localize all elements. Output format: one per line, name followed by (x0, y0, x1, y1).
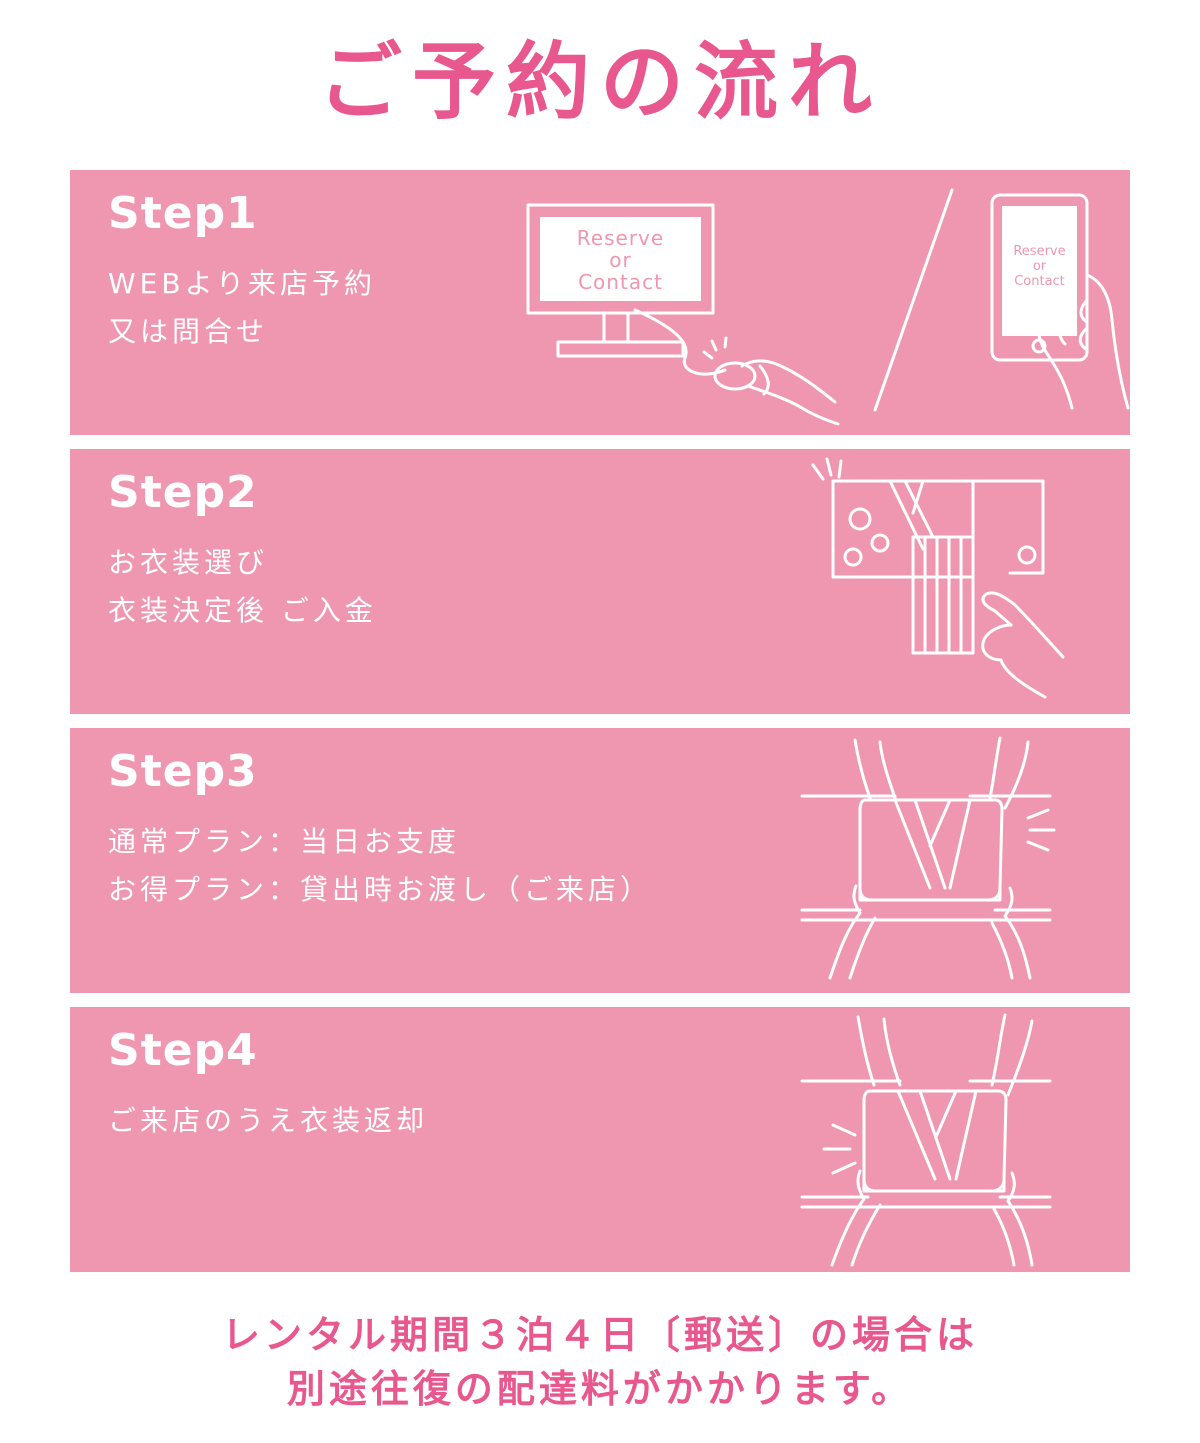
step-label: Step1 (108, 188, 258, 239)
step-text-line: お得プラン：貸出時お渡し（ご来店） (108, 873, 653, 906)
step-3-panel: Step3 通常プラン：当日お支度 お得プラン：貸出時お渡し（ご来店） (70, 728, 1130, 993)
step-text-line: 通常プラン：当日お支度 (108, 825, 461, 858)
kimono-select-icon (805, 457, 1065, 707)
rental-period-notice: レンタル期間３泊４日〔郵送〕の場合は 別途往復の配達料がかかります。 (0, 1308, 1200, 1416)
step-text-line: WEBより来店予約 (108, 267, 377, 300)
return-box-icon (800, 1013, 1070, 1270)
phone-screen-text: Reserve or Contact (1013, 244, 1066, 289)
notice-line: レンタル期間３泊４日〔郵送〕の場合は (221, 1313, 978, 1357)
monitor-screen-text: Reserve or Contact (576, 226, 665, 294)
step-text-line: 又は問合せ (108, 315, 269, 348)
step-description: ご来店のうえ衣装返却 (108, 1097, 428, 1145)
step-description: WEBより来店予約 又は問合せ (108, 260, 376, 356)
step-2-panel: Step2 お衣装選び 衣装決定後 ご入金 (70, 449, 1130, 714)
page-title: ご予約の流れ (317, 33, 882, 131)
step-label: Step2 (108, 467, 258, 518)
computer-and-smartphone-icon: Reserve or Contact Reserve or Contact (520, 180, 1130, 430)
handover-box-icon (800, 736, 1070, 988)
notice-line: 別途往復の配達料がかかります。 (286, 1367, 914, 1411)
step-label: Step3 (108, 746, 258, 797)
step-description: お衣装選び 衣装決定後 ご入金 (108, 539, 377, 635)
step-label: Step4 (108, 1025, 258, 1076)
step-1-panel: Step1 WEBより来店予約 又は問合せ (70, 170, 1130, 435)
step-description: 通常プラン：当日お支度 お得プラン：貸出時お渡し（ご来店） (108, 818, 652, 914)
step-text-line: お衣装選び (108, 546, 269, 579)
step-text-line: ご来店のうえ衣装返却 (108, 1104, 429, 1137)
step-4-panel: Step4 ご来店のうえ衣装返却 (70, 1007, 1130, 1272)
step-text-line: 衣装決定後 ご入金 (108, 594, 377, 627)
